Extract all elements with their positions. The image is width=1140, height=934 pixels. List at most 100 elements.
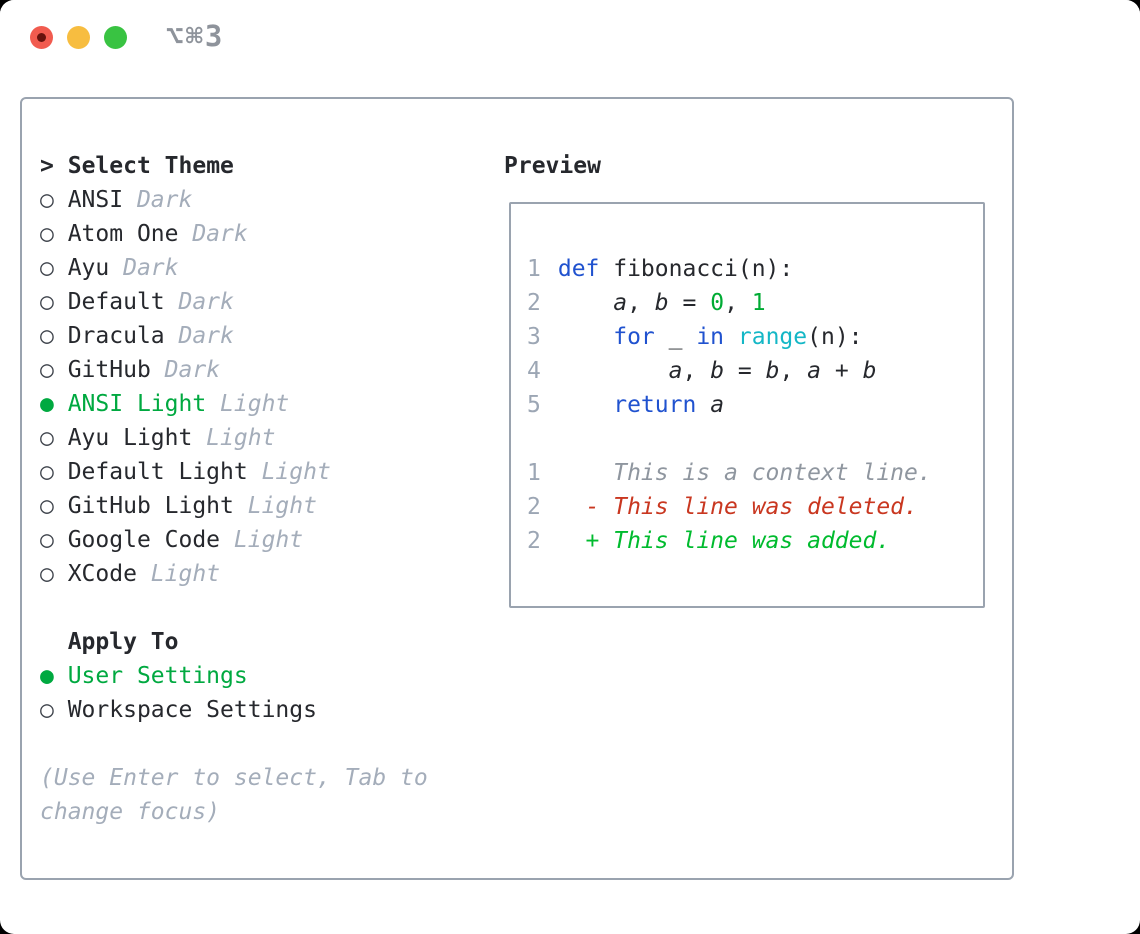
theme-option-github[interactable]: ○ GitHub Dark xyxy=(40,353,428,387)
diff-text: - This line was deleted. xyxy=(557,494,918,520)
apply-to-header: Apply To xyxy=(40,625,428,659)
theme-option-label: Default xyxy=(67,289,165,315)
code-segment-plain xyxy=(558,358,669,384)
code-segment-num: 0 xyxy=(710,290,725,316)
line-number: 1 xyxy=(527,460,541,486)
select-theme-header: > Select Theme xyxy=(40,149,428,183)
theme-option-google-code[interactable]: ○ Google Code Light xyxy=(40,523,428,557)
code-segment-plain: = xyxy=(724,358,766,384)
theme-variant-label: Dark xyxy=(178,221,248,247)
prompt-icon: > xyxy=(40,153,54,179)
theme-option-label: Ayu xyxy=(67,255,110,281)
theme-variant-label: Dark xyxy=(109,255,179,281)
code-segment-plain: + xyxy=(821,358,863,384)
apply-option-label: Workspace Settings xyxy=(67,697,317,723)
line-number: 2 xyxy=(527,528,541,554)
theme-option-ansi[interactable]: ○ ANSI Dark xyxy=(40,183,428,217)
theme-picker-panel: > Select Theme ○ ANSI Dark○ Atom One Dar… xyxy=(20,97,1014,880)
apply-option-label: User Settings xyxy=(67,663,248,689)
code-segment-kw: return xyxy=(613,392,697,418)
apply-to-list: ● User Settings○ Workspace Settings xyxy=(40,659,428,727)
radio-selected-icon: ● xyxy=(40,663,68,689)
code-segment-var: b xyxy=(765,358,780,384)
theme-option-label: GitHub Light xyxy=(67,493,234,519)
theme-variant-label: Light xyxy=(206,391,290,417)
theme-option-default-light[interactable]: ○ Default Light Light xyxy=(40,455,428,489)
diff-text: This is a context line. xyxy=(557,460,932,486)
code-line: 3 for _ in range(n): xyxy=(527,320,983,354)
theme-option-label: ANSI Light xyxy=(67,391,207,417)
theme-option-default[interactable]: ○ Default Dark xyxy=(40,285,428,319)
spacer xyxy=(527,422,983,456)
hint-line-1: (Use Enter to select, Tab to xyxy=(40,765,428,791)
zoom-button[interactable] xyxy=(104,26,127,49)
theme-option-label: Atom One xyxy=(67,221,179,247)
theme-option-ayu[interactable]: ○ Ayu Dark xyxy=(40,251,428,285)
line-number: 2 xyxy=(527,494,541,520)
code-segment-plain: , xyxy=(779,358,808,384)
radio-icon: ○ xyxy=(40,187,68,213)
line-number: 3 xyxy=(527,324,541,350)
radio-icon: ○ xyxy=(40,459,68,485)
hint-line-2: change focus) xyxy=(40,799,221,825)
code-line: 2 a, b = 0, 1 xyxy=(527,286,983,320)
theme-option-label: ANSI xyxy=(67,187,124,213)
close-button[interactable] xyxy=(30,26,53,49)
spacer xyxy=(40,727,428,761)
theme-option-ayu-light[interactable]: ○ Ayu Light Light xyxy=(40,421,428,455)
diff-line-deleted: 2 - This line was deleted. xyxy=(527,490,983,524)
theme-option-xcode[interactable]: ○ XCode Light xyxy=(40,557,428,591)
theme-option-label: Ayu Light xyxy=(67,425,193,451)
theme-option-label: Default Light xyxy=(67,459,248,485)
code-segment-num: 1 xyxy=(751,290,766,316)
code-segment-var: a xyxy=(807,358,822,384)
apply-option-workspace-settings[interactable]: ○ Workspace Settings xyxy=(40,693,428,727)
radio-icon: ○ xyxy=(40,425,68,451)
diff-line-context: 1 This is a context line. xyxy=(527,456,983,490)
spacer xyxy=(40,591,428,625)
preview-title: Preview xyxy=(504,153,601,179)
code-segment-plain: = xyxy=(668,290,711,316)
code-segment-plain: , xyxy=(627,290,655,316)
code-segment-fn: range xyxy=(737,324,808,350)
radio-icon: ○ xyxy=(40,493,68,519)
code-segment-plain: , xyxy=(724,290,752,316)
code-segment-plain: (n): xyxy=(807,324,863,350)
theme-option-dracula[interactable]: ○ Dracula Dark xyxy=(40,319,428,353)
select-theme-title: Select Theme xyxy=(67,153,234,179)
theme-option-label: Dracula xyxy=(67,323,165,349)
minimize-button[interactable] xyxy=(67,26,90,49)
theme-option-github-light[interactable]: ○ GitHub Light Light xyxy=(40,489,428,523)
code-segment-var: a xyxy=(668,358,683,384)
apply-option-user-settings[interactable]: ● User Settings xyxy=(40,659,428,693)
code-segment-plain xyxy=(558,324,613,350)
code-segment-kw: for xyxy=(613,324,655,350)
line-number: 4 xyxy=(527,358,541,384)
theme-variant-label: Light xyxy=(192,425,276,451)
code-segment-plain: fibonacci(n): xyxy=(599,256,794,282)
theme-variant-label: Dark xyxy=(164,323,234,349)
radio-icon: ○ xyxy=(40,255,68,281)
theme-option-ansi-light[interactable]: ● ANSI Light Light xyxy=(40,387,428,421)
title-bar: ⌥⌘3 xyxy=(0,0,1140,74)
theme-option-label: Google Code xyxy=(67,527,221,553)
code-segment-plain: , xyxy=(682,358,711,384)
diff-text: + This line was added. xyxy=(557,528,891,554)
theme-option-atom-one[interactable]: ○ Atom One Dark xyxy=(40,217,428,251)
radio-icon: ○ xyxy=(40,357,68,383)
radio-icon: ○ xyxy=(40,527,68,553)
code-segment-var: a xyxy=(613,290,628,316)
radio-selected-icon: ● xyxy=(40,391,68,417)
theme-variant-label: Dark xyxy=(164,289,234,315)
code-segment-plain: _ xyxy=(654,324,697,350)
theme-variant-label: Light xyxy=(233,493,317,519)
theme-variant-label: Dark xyxy=(150,357,221,383)
apply-to-title: Apply To xyxy=(67,629,179,655)
theme-option-label: GitHub xyxy=(67,357,151,383)
code-segment-kw: in xyxy=(696,324,725,350)
code-line: 4 a, b = b, a + b xyxy=(527,354,983,388)
theme-selector-column: > Select Theme ○ ANSI Dark○ Atom One Dar… xyxy=(40,149,428,829)
